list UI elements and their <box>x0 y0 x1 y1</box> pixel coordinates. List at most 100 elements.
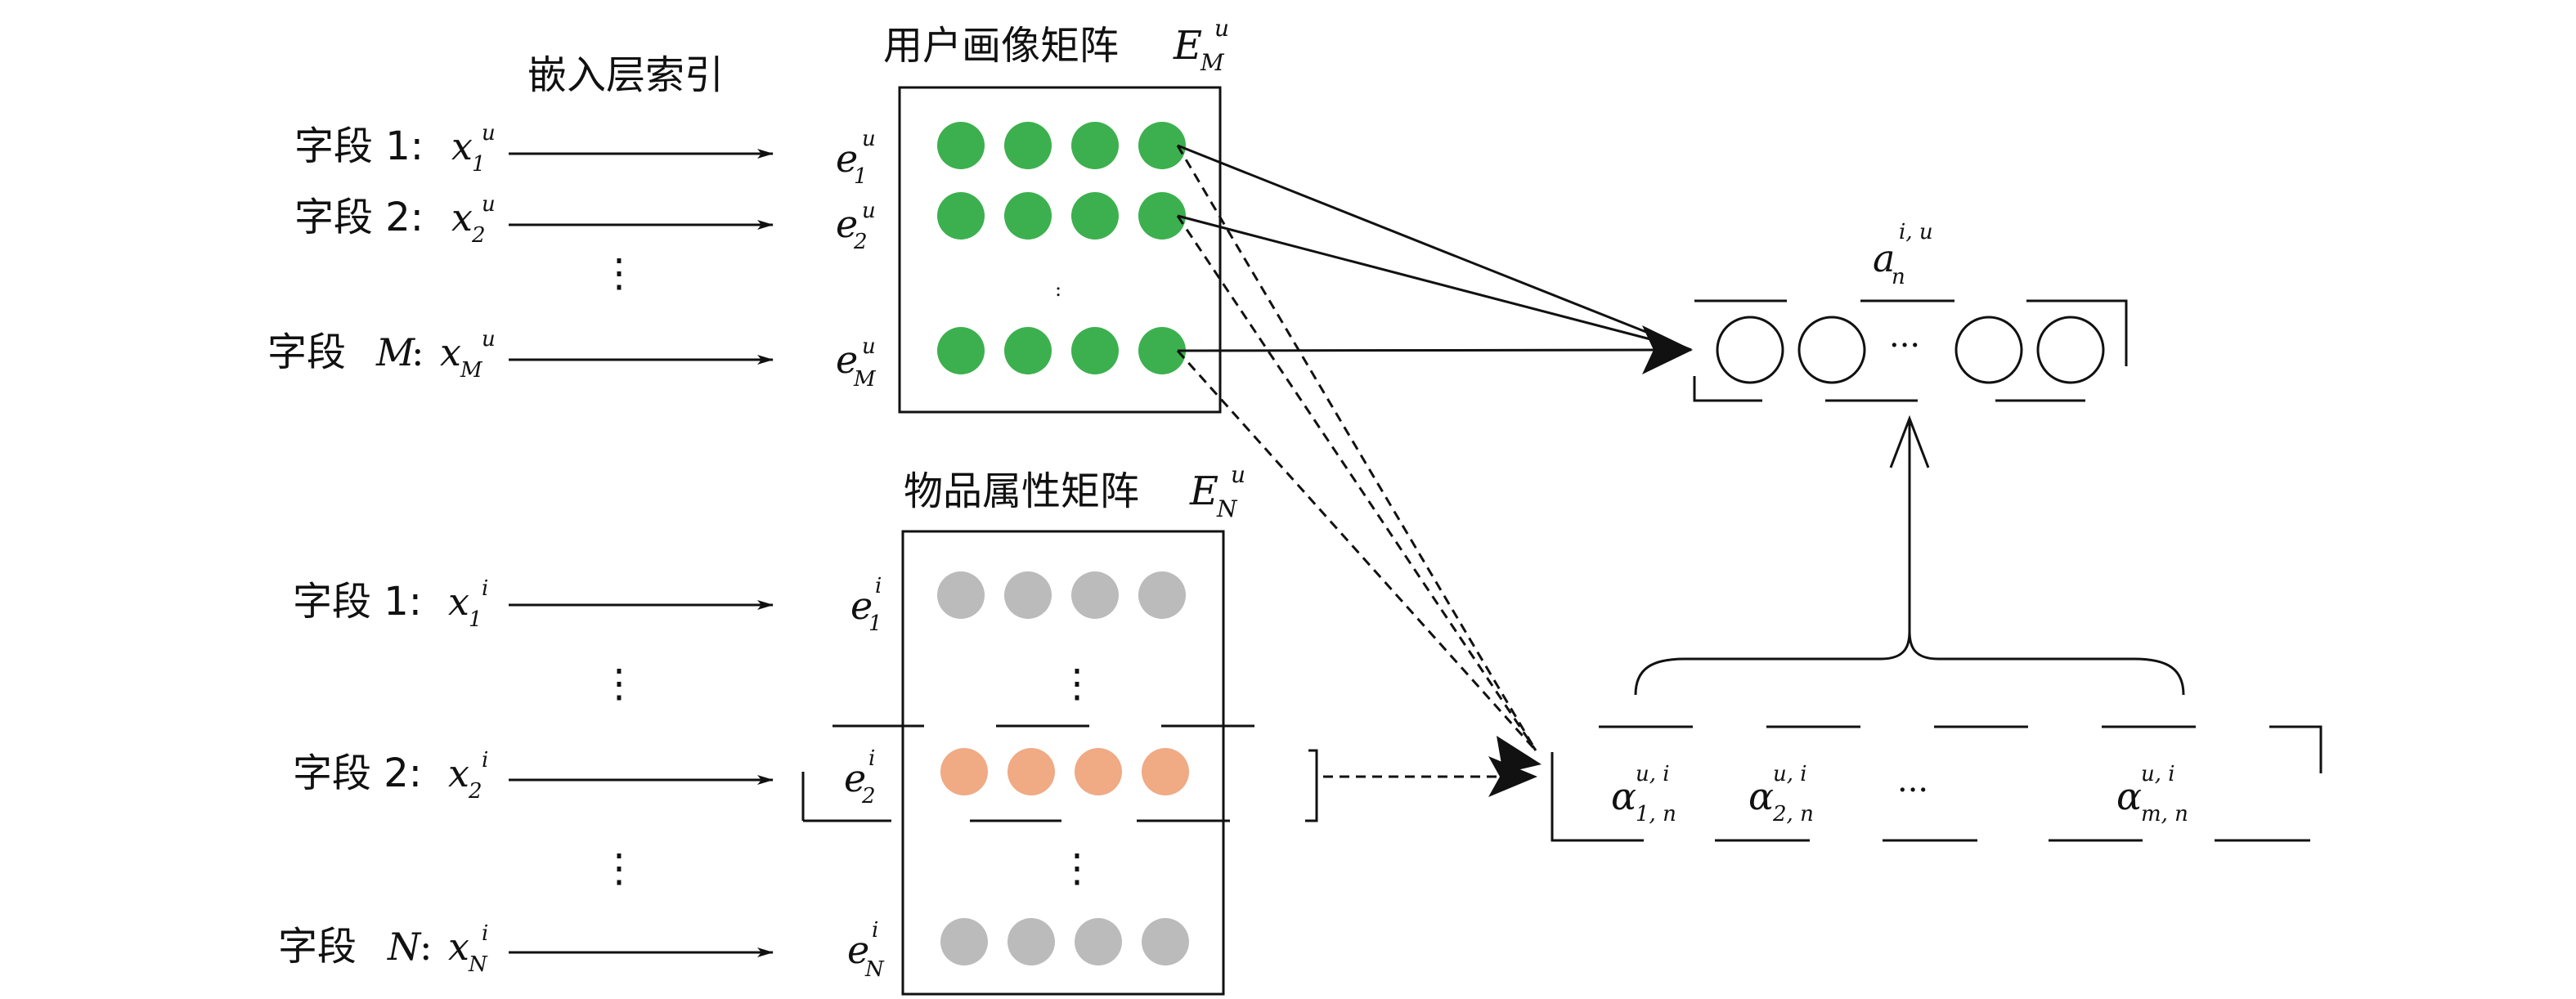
attention-output-vector <box>1693 299 2128 402</box>
item-dot <box>1142 918 1189 965</box>
item-dot-row-n <box>940 918 1189 965</box>
alpha-to-output-arrowhead <box>1889 414 1930 468</box>
user-dot <box>1071 327 1119 374</box>
svg-text:e: e <box>847 928 869 972</box>
item-dot <box>940 918 988 965</box>
svg-text:物品属性矩阵: 物品属性矩阵 <box>904 468 1139 514</box>
user-field-m: 字段 M : x M u <box>267 327 496 383</box>
svg-text:E: E <box>1189 468 1218 514</box>
svg-text:x: x <box>448 925 469 969</box>
item-dot-row-2-highlight <box>940 748 1189 795</box>
user-embedding-1: e 1 u <box>836 127 876 189</box>
user-dot <box>937 122 985 169</box>
item-matrix-title: 物品属性矩阵 E N u <box>904 461 1245 522</box>
user-dot <box>1004 192 1052 240</box>
user-matrix-box <box>898 86 1222 414</box>
alpha-1: α 1, n u, i <box>1611 762 1676 827</box>
svg-text:1: 1 <box>868 611 882 636</box>
svg-text:i, u: i, u <box>1899 220 1933 244</box>
svg-text:u: u <box>482 121 496 146</box>
item-dot <box>1071 571 1119 619</box>
svg-text:a: a <box>1873 236 1895 280</box>
user-dot <box>937 192 985 240</box>
alpha-2: α 2, n u, i <box>1748 762 1814 827</box>
item-dot-highlight <box>940 748 988 795</box>
svg-text:2: 2 <box>853 230 868 254</box>
output-neuron <box>1954 316 2023 384</box>
svg-text:u: u <box>482 327 496 352</box>
item-dot-highlight <box>1008 748 1055 795</box>
item-row-2-bracket <box>801 724 1318 822</box>
svg-text:1: 1 <box>854 164 868 189</box>
user-embedding-m: e M u <box>836 334 877 392</box>
item-field-2: 字段 2: x 2 i <box>293 748 488 804</box>
svg-text:x: x <box>440 330 461 374</box>
svg-text:N: N <box>468 952 488 977</box>
svg-text:N: N <box>387 925 422 969</box>
alpha-arrowhead-horizontal <box>1488 756 1537 797</box>
user-dot <box>1004 327 1052 374</box>
svg-text:1: 1 <box>472 152 486 177</box>
item-embedding-2: e 2 i <box>844 746 876 809</box>
svg-text:e: e <box>844 756 866 800</box>
attention-output-label: a n i, u <box>1873 220 1933 289</box>
svg-text:2, n: 2, n <box>1772 802 1814 827</box>
svg-text::: : <box>411 330 424 374</box>
svg-text:x: x <box>451 124 473 168</box>
svg-text:u: u <box>1231 461 1245 488</box>
user-row-1-to-output <box>1177 144 1692 352</box>
svg-text:2: 2 <box>471 223 486 248</box>
svg-text:i: i <box>482 748 488 773</box>
output-neuron <box>2036 316 2105 384</box>
user-matrix-title: 用户画像矩阵 E M u <box>883 15 1229 76</box>
svg-text:u, i: u, i <box>1773 762 1807 786</box>
svg-text:i: i <box>868 746 875 771</box>
user-fields-ellipsis: ⋮ <box>599 250 639 296</box>
user-dot <box>937 327 985 374</box>
svg-text::: : <box>420 925 433 969</box>
svg-text:u: u <box>482 192 496 217</box>
item-embedding-n: e N i <box>847 918 885 982</box>
user-dot <box>1004 122 1052 169</box>
item-matrix-ellipsis-lower: ⋮ <box>1057 845 1097 891</box>
svg-text:E: E <box>1173 23 1202 69</box>
item-dot-highlight <box>1142 748 1189 795</box>
svg-text:e: e <box>836 202 858 246</box>
svg-text:2: 2 <box>468 779 482 804</box>
alpha-arrowhead-diagonal <box>1497 736 1542 773</box>
item-dot <box>937 571 985 619</box>
svg-text:M: M <box>375 330 416 374</box>
svg-text:α: α <box>1748 774 1774 818</box>
svg-text:u, i: u, i <box>2141 762 2175 786</box>
svg-text:e: e <box>836 338 858 382</box>
attention-output-ellipsis: ··· <box>1889 327 1920 365</box>
svg-text:i: i <box>482 921 488 946</box>
svg-text:α: α <box>1611 774 1636 818</box>
svg-text:N: N <box>1216 495 1238 522</box>
item-matrix-box <box>901 530 1225 996</box>
item-dot <box>1008 918 1055 965</box>
user-row-m-to-output <box>1177 348 1692 352</box>
item-field-n: 字段 N : x N i <box>278 921 488 977</box>
svg-text:用户画像矩阵: 用户画像矩阵 <box>883 23 1119 69</box>
user-dot-row-1 <box>937 122 1186 169</box>
output-neuron <box>1797 316 1866 384</box>
svg-text:M: M <box>1200 49 1225 76</box>
user-matrix-dots <box>937 122 1186 374</box>
svg-text:字段 1:: 字段 1: <box>294 123 424 169</box>
svg-text:1: 1 <box>469 607 482 632</box>
item-field-1: 字段 1: x 1 i <box>293 576 488 632</box>
svg-text:1, n: 1, n <box>1636 802 1676 827</box>
svg-text:α: α <box>2116 774 2142 818</box>
svg-text:N: N <box>864 957 885 982</box>
svg-text:u: u <box>862 199 876 223</box>
svg-text:i: i <box>482 576 488 601</box>
item-fields-ellipsis-upper: ⋮ <box>599 661 639 706</box>
svg-text:e: e <box>850 584 873 628</box>
user-field-1: 字段 1: x 1 u <box>294 121 496 177</box>
user-row-2-to-alpha <box>1176 215 1537 751</box>
alpha-m: α m, n u, i <box>2116 762 2188 827</box>
user-matrix-ellipsis: : <box>1055 278 1061 301</box>
svg-text:e: e <box>836 137 858 181</box>
svg-text:m, n: m, n <box>2141 802 2188 827</box>
